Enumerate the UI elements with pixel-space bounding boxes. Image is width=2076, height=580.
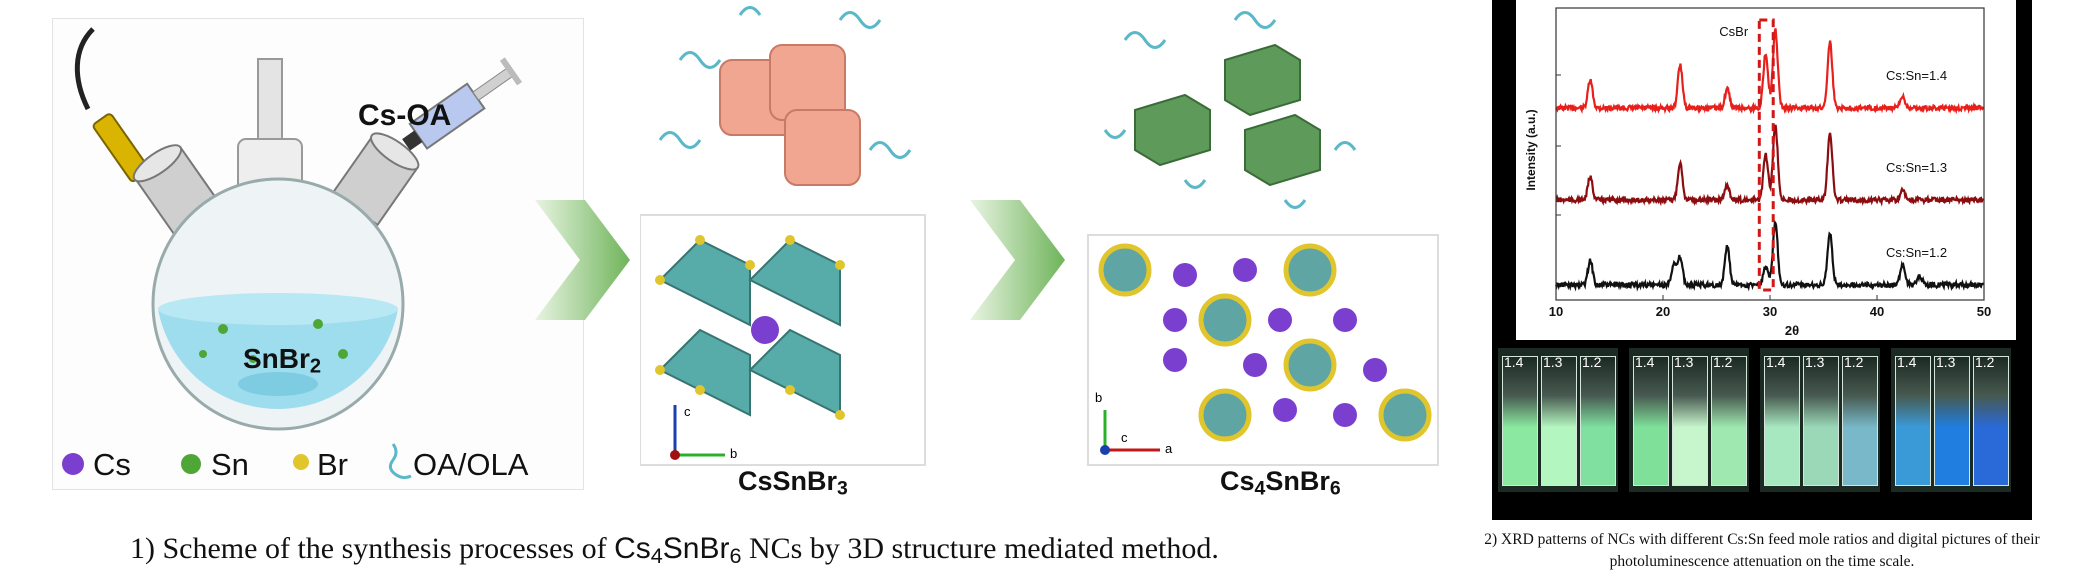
cuvette <box>1502 356 1538 486</box>
cuvette-label: 1.4 <box>1504 354 1524 370</box>
axis-b-label: b <box>730 446 738 461</box>
cuvette-label: 1.4 <box>1897 354 1917 370</box>
xrd-plot: Cs:Sn=1.4Cs:Sn=1.3Cs:Sn=1.2 10 20 30 40 50 C… <box>1524 7 1991 338</box>
cuvette-label: 1.2 <box>1844 354 1864 370</box>
axis-c-label: c <box>1121 430 1128 445</box>
cuvette-label: 1.4 <box>1766 354 1786 370</box>
legend-cs: Cs <box>93 447 131 482</box>
legend-br: Br <box>317 447 348 482</box>
legend-oa-ola: OA/OLA <box>413 447 529 482</box>
cs-oa-label: Cs-OA <box>358 99 452 132</box>
xrd-series-line <box>1555 124 1985 207</box>
x-tick-label: 30 <box>1763 304 1777 319</box>
series-label: Cs:Sn=1.3 <box>1886 160 1947 175</box>
pl-photo: 1.4 1.3 1.2 <box>1629 348 1749 492</box>
axis-c-label: c <box>684 404 691 419</box>
series-label: Cs:Sn=1.4 <box>1886 68 1947 83</box>
cuvette-label: 1.3 <box>1805 354 1825 370</box>
cs4snbr6-structure <box>1087 11 1439 466</box>
caption-xrd: 2) XRD patterns of NCs with different Cs… <box>1452 529 2072 573</box>
x-tick-label: 50 <box>1977 304 1991 319</box>
cuvette <box>1895 356 1931 486</box>
xrd-series-line <box>1554 219 1985 292</box>
caption-scheme: 1) Scheme of the synthesis processes of … <box>130 532 1219 568</box>
right-arrow-icon-1 <box>535 200 630 320</box>
caption-xrd-line2: photoluminescence attenuation on the tim… <box>1609 553 1915 570</box>
caption-xrd-line1: 2) XRD patterns of NCs with different Cs… <box>1484 531 2040 548</box>
cssnbr3-title: CsSnBr3 <box>738 466 848 500</box>
cuvette <box>1842 356 1878 486</box>
cssnbr3-panel: c b CsSnBr3 <box>639 0 940 500</box>
flask-illustration <box>62 27 523 480</box>
cuvette <box>1672 356 1708 486</box>
csbr-highlight-box <box>1757 18 1775 292</box>
cuvette-label: 1.2 <box>1975 354 1995 370</box>
cs4snbr6-title: Cs4SnBr6 <box>1220 466 1341 500</box>
cuvette-label: 1.2 <box>1582 354 1602 370</box>
right-arrow-icon-2 <box>970 200 1065 320</box>
cuvette-label: 1.2 <box>1713 354 1733 370</box>
cuvette <box>1711 356 1747 486</box>
csbr-annotation: CsBr <box>1719 24 1749 39</box>
series-label: Cs:Sn=1.2 <box>1886 245 1947 260</box>
cssnbr3-structure <box>639 6 926 466</box>
snbr2-label: SnBr2 <box>243 343 322 378</box>
axis-a-label: a <box>1165 441 1173 456</box>
cuvette <box>1580 356 1616 486</box>
cuvette-label: 1.4 <box>1635 354 1655 370</box>
cuvette-label: 1.3 <box>1936 354 1956 370</box>
cuvette-label: 1.3 <box>1674 354 1694 370</box>
xrd-series-line <box>1555 28 1985 115</box>
legend-sn: Sn <box>211 447 249 482</box>
x-axis-label: 2θ <box>1785 323 1799 338</box>
cuvette <box>1973 356 2009 486</box>
pl-photo: 1.4 1.3 1.2 <box>1891 348 2011 492</box>
cuvette <box>1541 356 1577 486</box>
cuvette <box>1803 356 1839 486</box>
cuvette <box>1633 356 1669 486</box>
synthesis-scheme-panel: Cs-OA SnBr2 Cs Sn Br OA/OLA <box>52 18 584 490</box>
x-tick-label: 10 <box>1549 304 1563 319</box>
cuvette-label: 1.3 <box>1543 354 1563 370</box>
cuvette <box>1764 356 1800 486</box>
x-tick-label: 40 <box>1870 304 1884 319</box>
axis-b-label: b <box>1095 390 1103 405</box>
pl-photo: 1.4 1.3 1.2 <box>1498 348 1618 492</box>
cs4snbr6-panel: b c a Cs4SnBr6 <box>1085 0 1455 500</box>
pl-photo-strip: 1.4 1.3 1.2 1.4 1.3 1.2 1.4 1.3 1.2 1.4 1.3 1.2 <box>1492 342 2032 520</box>
x-tick-label: 20 <box>1656 304 1670 319</box>
cuvette <box>1934 356 1970 486</box>
y-axis-label: Intensity (a.u.) <box>1524 109 1538 190</box>
pl-photo: 1.4 1.3 1.2 <box>1760 348 1880 492</box>
